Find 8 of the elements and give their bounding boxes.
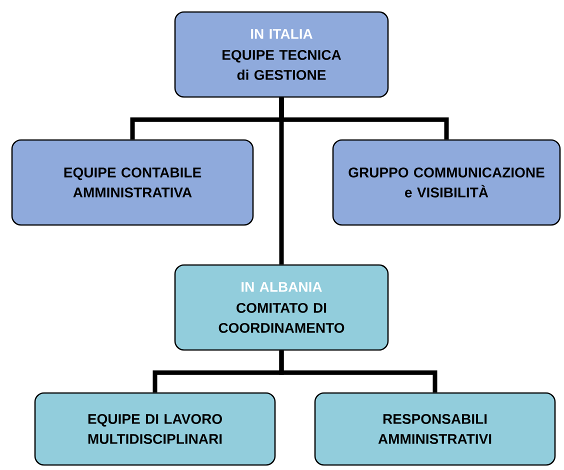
org-box: GRUPPO COMMUNICAZIONE e VISIBILITÀ xyxy=(332,139,561,226)
connector-line xyxy=(279,350,438,392)
org-box: IN ITALIA EQUIPE TECNICA di GESTIONE xyxy=(174,11,389,98)
org-box: EQUIPE CONTABILE AMMINISTRATIVA xyxy=(11,139,254,226)
org-box: IN ALBANIA COMITATO DI COORDINAMENTO xyxy=(174,264,389,351)
org-box: EQUIPE DI LAVORO MULTIDISCIPLINARI xyxy=(34,392,276,466)
org-box: RESPONSABILI AMMINISTRATIVI xyxy=(314,392,556,466)
connector-line xyxy=(279,98,284,264)
